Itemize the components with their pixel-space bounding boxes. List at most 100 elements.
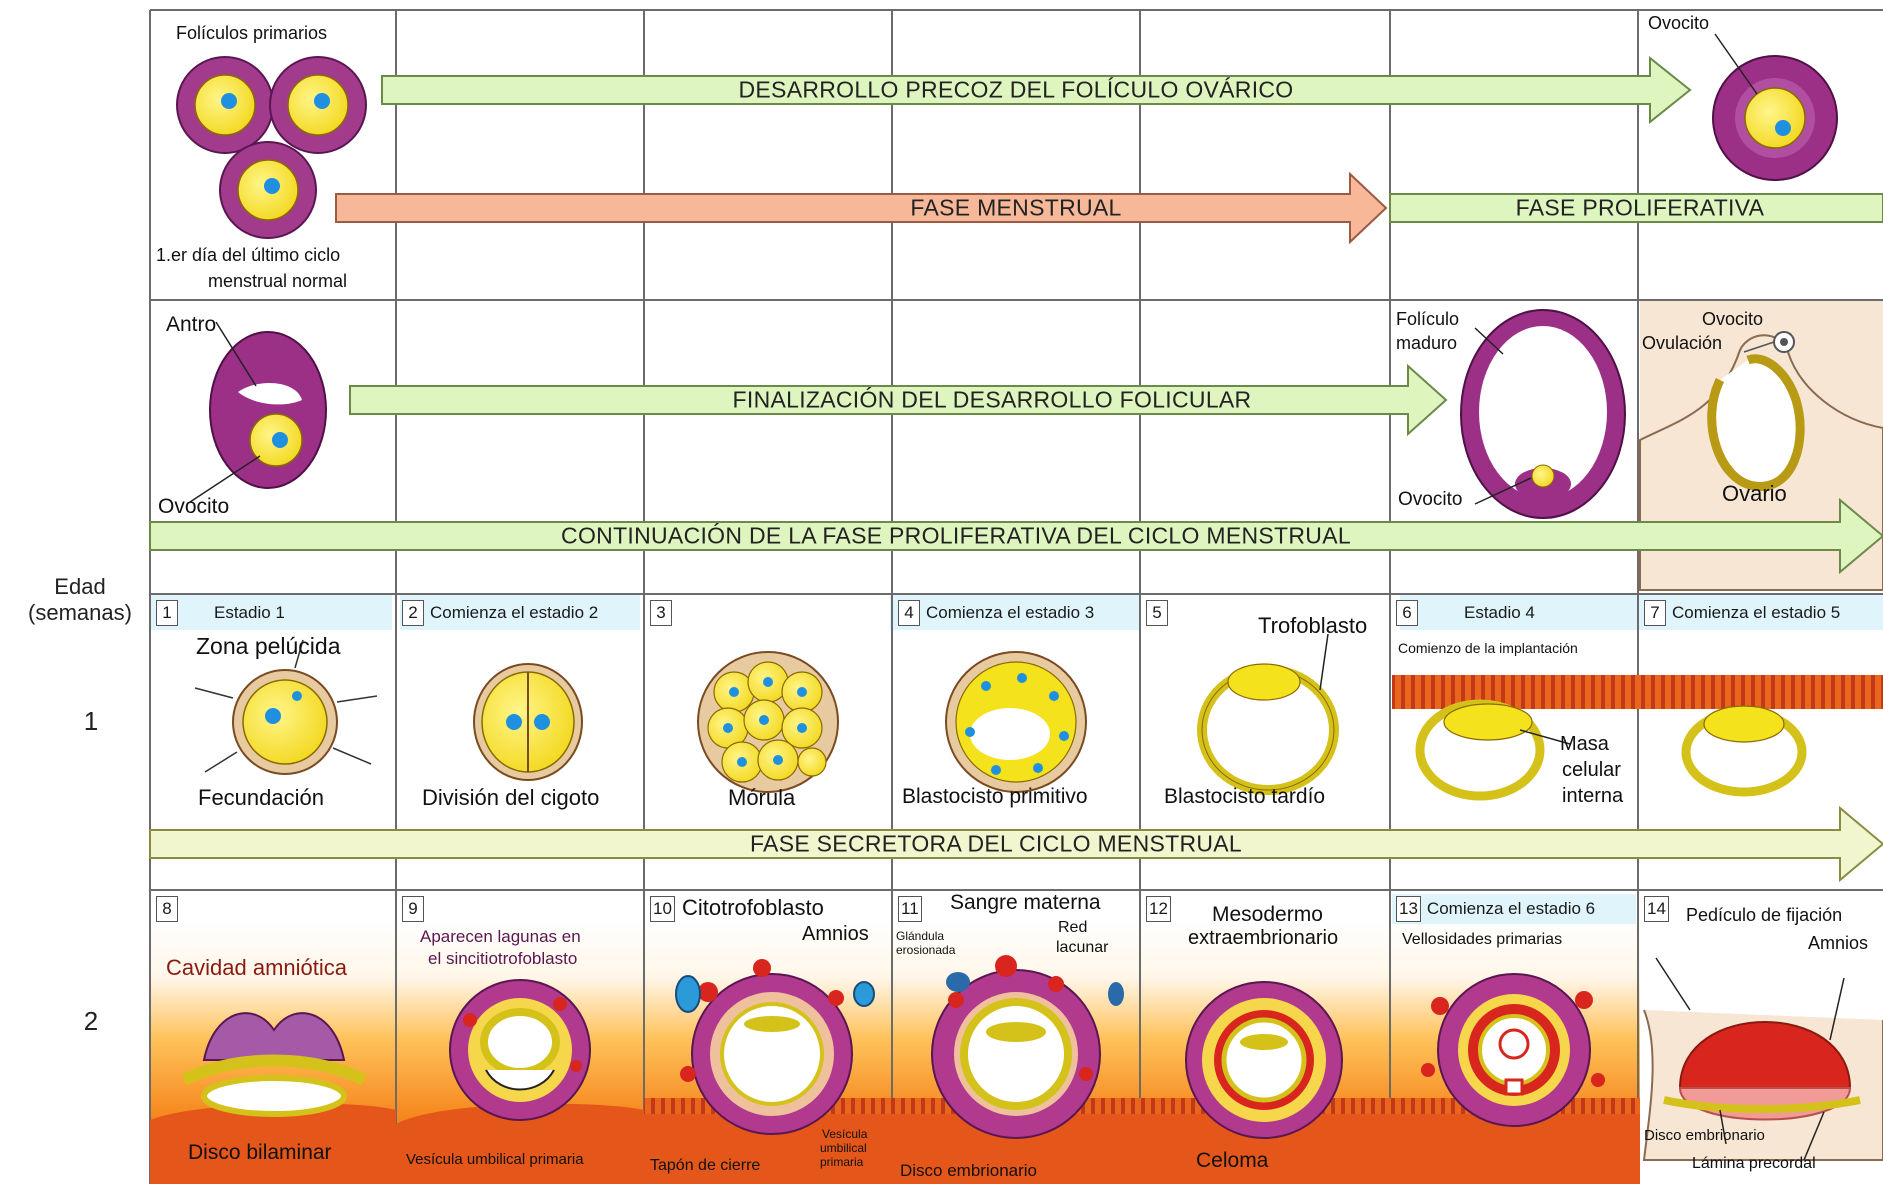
proliferative-phase-label: FASE PROLIFERATIVA [1516,195,1765,222]
stage-header-3: 3 [646,598,890,628]
lacunae-label-1: Aparecen lagunas en [420,928,581,946]
zygote-division-label: División del cigoto [422,786,599,809]
stage-header-4: 4 Comienza el estadio 3 [894,598,1138,628]
vesicle-label-2: umbilical [820,1142,867,1155]
age-unit: (semanas) [20,600,140,626]
fertilization-label: Fecundación [198,786,324,809]
primary-umbilical-vesicle-label: Vesícula umbilical primaria [406,1152,584,1168]
mesoderm-label-2: extraembrionario [1188,928,1338,949]
oocyte-ovulation-label: Ovocito [1702,310,1763,329]
vesicle-label-3: primaria [820,1156,863,1169]
early-follicle-development-label: DESARROLLO PRECOZ DEL FOLÍCULO OVÁRICO [739,77,1294,104]
amnion-right-label: Amnios [1808,934,1868,953]
stage-label-7: Comienza el estadio 5 [1672,603,1840,623]
inner-cell-mass-label-2: celular [1562,760,1621,781]
day-number-2: 2 [402,600,424,626]
stage-header-7: 7 Comienza el estadio 5 [1640,598,1883,628]
embryonic-disc-label: Disco embrionario [900,1162,1037,1180]
day-number-7: 7 [1644,600,1666,626]
day-number-1: 1 [156,600,178,626]
antrum-label: Antro [166,314,216,336]
age-axis-label: Edad (semanas) [20,574,140,626]
day-number-5: 5 [1146,600,1168,626]
morula-label: Mórula [728,786,795,809]
maternal-blood-label: Sangre materna [950,892,1101,914]
arrow-menstrual-phase [336,174,1386,242]
secretory-phase-label: FASE SECRETORA DEL CICLO MENSTRUAL [750,831,1242,858]
continued-proliferative-label: CONTINUACIÓN DE LA FASE PROLIFERATIVA DE… [561,523,1351,550]
day-number-11: 11 [898,896,922,922]
vesicle-label-1: Vesícula [822,1128,867,1141]
day-number-10: 10 [650,896,675,922]
ovary-label: Ovario [1722,482,1787,505]
day-header-14: 14 [1640,894,1675,924]
oocyte-mature-label: Ovocito [1398,490,1462,510]
day-header-9: 9 [398,894,430,924]
age-label: Edad [20,574,140,600]
follicular-completion-label: FINALIZACIÓN DEL DESARROLLO FOLICULAR [733,387,1252,414]
mature-follicle-illustration [1461,310,1625,518]
closing-plug-label: Tapón de cierre [650,1158,760,1175]
ovulation-label: Ovulación [1642,334,1722,353]
secondary-follicle-illustration [1713,34,1837,180]
eroded-gland-label-1: Glándula [896,930,944,943]
zona-pellucida-label: Zona pelúcida [196,634,341,658]
late-blastocyst-label: Blastocisto tardío [1164,786,1325,808]
day-number-6: 6 [1396,600,1418,626]
day-header-8: 8 [152,894,184,924]
eroded-gland-label-2: erosionada [896,944,955,957]
late-blastocyst-illustration [1202,634,1334,790]
lacunae-label-2: el sincitiotrofoblasto [428,950,577,968]
amnion-label: Amnios [802,924,869,945]
day-number-13: 13 [1396,896,1421,922]
prechordal-plate-label: Lámina precordal [1692,1156,1816,1173]
mature-follicle-label-1: Folículo [1396,310,1459,329]
week-2-label: 2 [76,1006,106,1037]
oocyte-top-label: Ovocito [1648,14,1709,33]
lacunar-net-label-1: Red [1058,920,1087,937]
implantation-start-label: Comienzo de la implantación [1398,641,1578,656]
amniotic-cavity-label: Cavidad amniótica [166,956,347,979]
inner-cell-mass-label-1: Masa [1560,734,1609,755]
stage-header-1: 1 Estadio 1 [152,598,394,628]
stage-label-1: Estadio 1 [214,603,285,623]
week-1-label: 1 [76,706,106,737]
coelom-illustration [1186,982,1342,1138]
last-cycle-day-label-1: 1.er día del último ciclo [156,246,340,265]
early-blastocyst-illustration [946,652,1086,792]
day-number-14: 14 [1644,896,1669,922]
trophoblast-label: Trofoblasto [1258,614,1367,637]
week2-endometrium-bands [150,1098,1640,1184]
lacunae-illustration [450,980,590,1120]
zygote-division-illustration [474,664,582,780]
stage-header-6: 6 Estadio 4 [1392,598,1636,628]
stage-label-6: Estadio 4 [1464,603,1535,623]
stage-header-2: 2 Comienza el estadio 2 [398,598,642,628]
fertilization-illustration [195,640,377,774]
mature-follicle-label-2: maduro [1396,334,1457,353]
stage-label-4: Comienza el estadio 3 [926,603,1094,623]
cytotrophoblast-label: Citotrofoblasto [682,896,824,919]
day-number-4: 4 [898,600,920,626]
connecting-stalk-label: Pedículo de fijación [1686,906,1842,925]
morula-illustration [698,652,838,792]
primary-villi-label: Vellosidades primarias [1402,932,1562,949]
early-blastocyst-label: Blastocisto primitivo [902,786,1088,808]
lacunar-net-label-2: lacunar [1056,940,1108,957]
day-number-3: 3 [650,600,672,626]
day-header-12: 12 [1142,894,1177,924]
day-number-8: 8 [156,896,178,922]
stage-6-label: Comienza el estadio 6 [1427,899,1595,919]
day-header-13: 13 Comienza el estadio 6 [1392,894,1636,924]
inner-cell-mass-label-3: interna [1562,786,1623,807]
primary-follicles-label: Folículos primarios [176,24,327,43]
day-header-11: 11 [894,894,928,924]
day-header-10: 10 [646,894,681,924]
oocyte-left-label: Ovocito [158,496,229,518]
bilaminar-disc-label: Disco bilaminar [188,1142,332,1164]
embryonic-disc-right-label: Disco embrionario [1644,1128,1765,1144]
day-number-12: 12 [1146,896,1171,922]
day-number-9: 9 [402,896,424,922]
last-cycle-day-label-2: menstrual normal [208,272,347,291]
